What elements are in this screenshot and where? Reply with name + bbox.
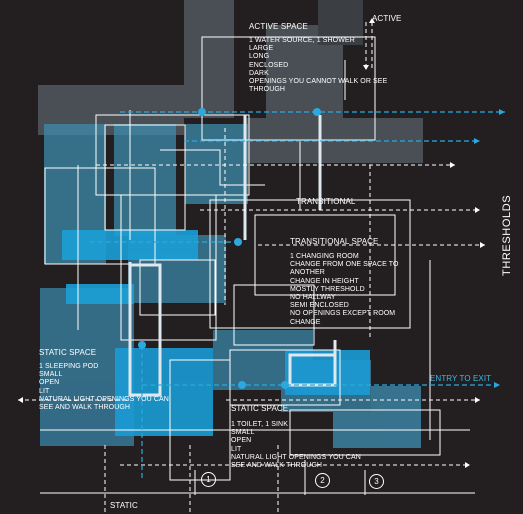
detail-line: NATURAL LIGHT OPENINGS YOU CAN	[39, 395, 169, 403]
blue-block	[114, 124, 176, 236]
detail-line: THROUGH	[249, 86, 286, 94]
transitional-space-details: 1 CHANGING ROOM CHANGE FROM ONE SPACE TO…	[290, 253, 399, 327]
detail-line: NO OPENINGS EXCEPT ROOM	[290, 310, 396, 318]
bright-blue-block	[285, 350, 370, 395]
flow-node	[198, 108, 206, 116]
static-space-center-details: 1 TOILET, 1 SINK SMALL OPEN LIT NATURAL …	[231, 421, 361, 470]
active-heading: ACTIVE	[372, 14, 402, 23]
detail-line: CHANGE IN HEIGHT	[290, 277, 359, 285]
detail-line: SEMI ENCLOSED	[290, 302, 349, 310]
marker-1: 1	[201, 472, 216, 487]
outline	[194, 60, 431, 495]
outline	[254, 214, 396, 296]
blue-block	[185, 124, 248, 204]
detail-line: OPEN	[231, 437, 252, 445]
outline	[233, 284, 315, 346]
active-space-details: 1 WATER SOURCE, 1 SHOWER LARGE LONG ENCL…	[249, 37, 387, 94]
detail-line: MOSTLY THRESHOLD	[290, 285, 365, 293]
outline	[229, 349, 341, 406]
static-space-left-title: STATIC SPACE	[39, 348, 97, 357]
detail-line: SEE AND WALK THROUGH	[231, 462, 323, 470]
flow-node	[238, 381, 246, 389]
circulation-path	[128, 115, 337, 397]
flow-node	[138, 341, 146, 349]
detail-line: NO HALLWAY	[290, 294, 336, 302]
detail-line: DARK	[249, 69, 269, 77]
transitional-space-label: TRANSITIONAL SPACE 1 CHANGING ROOM CHANG…	[290, 237, 399, 327]
outline	[44, 167, 156, 265]
detail-line: LIT	[39, 387, 50, 395]
detail-line: 1 SLEEPING POD	[39, 363, 99, 370]
outline	[209, 199, 411, 329]
outline	[40, 110, 475, 494]
detail-line: ENCLOSED	[249, 61, 289, 69]
flow-node	[281, 381, 289, 389]
outline	[289, 409, 441, 456]
detail-line: SEE AND WALK THROUGH	[39, 404, 131, 412]
thresholds-label: THRESHOLDS	[501, 194, 513, 276]
detail-line: CHANGE	[290, 318, 321, 326]
marker-2: 2	[315, 473, 330, 488]
static-bottom-label: STATIC	[110, 501, 138, 510]
detail-line: LARGE	[249, 45, 274, 53]
detail-line: 1 CHANGING ROOM	[290, 253, 359, 260]
detail-line: CHANGE FROM ONE SPACE TO	[290, 261, 399, 269]
outline	[169, 359, 231, 481]
detail-line: ANOTHER	[290, 269, 325, 277]
bright-blue-block	[66, 284, 134, 304]
flow-node	[313, 108, 321, 116]
outline	[139, 259, 216, 316]
detail-line: LONG	[249, 53, 270, 61]
detail-line: LIT	[231, 445, 242, 453]
detail-line: SMALL	[231, 429, 255, 437]
detail-line: 1 TOILET, 1 SINK	[231, 421, 288, 428]
transitional-space-title: TRANSITIONAL SPACE	[290, 237, 379, 246]
dashed-line	[104, 445, 279, 514]
static-space-left-details: 1 SLEEPING POD SMALL OPEN LIT NATURAL LI…	[39, 363, 169, 412]
outline	[104, 124, 186, 231]
detail-line: OPEN	[39, 379, 60, 387]
active-space-label: ACTIVE SPACE 1 WATER SOURCE, 1 SHOWER LA…	[249, 22, 387, 94]
dashed-line	[365, 22, 373, 70]
grey-block	[184, 0, 234, 118]
static-space-center-title: STATIC SPACE	[231, 404, 289, 413]
outline	[201, 36, 376, 141]
detail-line: OPENINGS YOU CANNOT WALK OR SEE	[249, 78, 388, 86]
marker-3: 3	[369, 474, 384, 489]
entry-to-exit-label: ENTRY TO EXIT	[430, 374, 492, 383]
detail-line: 1 WATER SOURCE, 1 SHOWER	[249, 37, 355, 44]
active-space-title: ACTIVE SPACE	[249, 22, 308, 31]
detail-line: SMALL	[39, 371, 63, 379]
static-space-left-label: STATIC SPACE 1 SLEEPING POD SMALL OPEN L…	[39, 348, 169, 412]
outline	[120, 194, 217, 341]
static-space-center-label: STATIC SPACE 1 TOILET, 1 SINK SMALL OPEN…	[231, 404, 361, 470]
detail-line: NATURAL LIGHT OPENINGS YOU CAN	[231, 453, 361, 461]
flow-node	[234, 238, 242, 246]
transitional-heading: TRANSITIONAL	[296, 197, 356, 206]
